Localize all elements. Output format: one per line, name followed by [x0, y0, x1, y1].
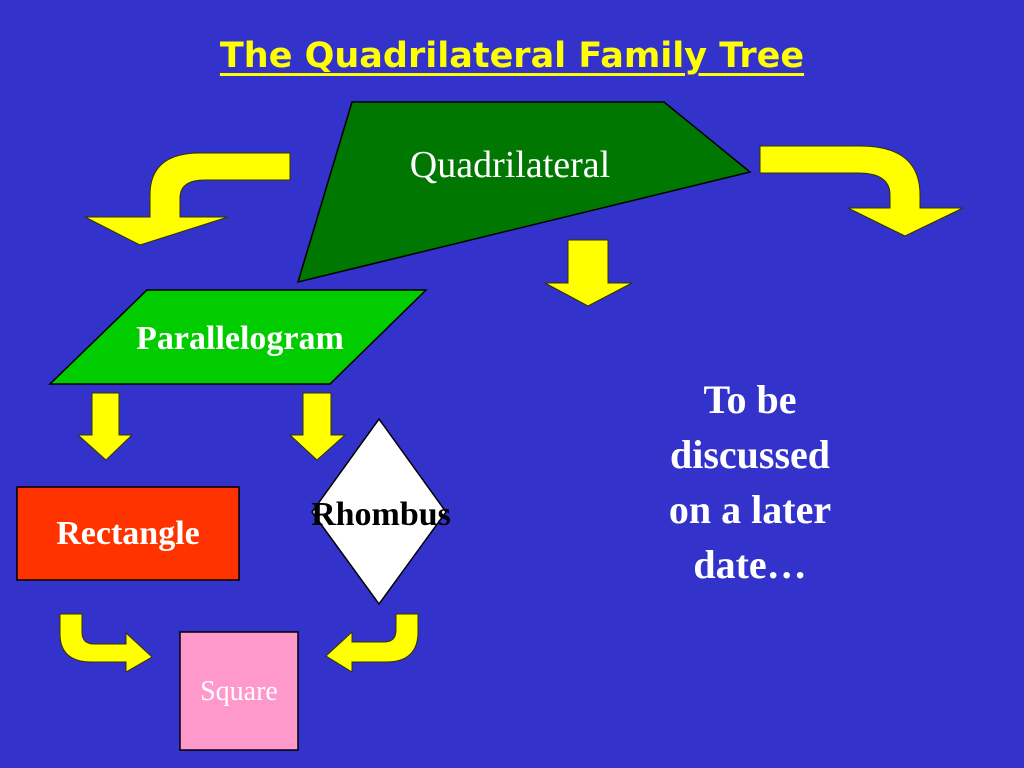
- curved-arrow-rhombus-to-square: [325, 613, 419, 673]
- rhombus-shape: [311, 417, 447, 606]
- quadrilateral-shape: [296, 101, 752, 284]
- later-note-line: To be: [703, 377, 797, 422]
- curved-arrow-rectangle-to-square: [59, 613, 153, 673]
- down-arrow-rectangle: [76, 392, 134, 461]
- down-arrow-middle: [544, 239, 633, 307]
- rectangle-label: Rectangle: [56, 515, 200, 552]
- quadrilateral-label: Quadrilateral: [409, 144, 611, 186]
- later-note-line: date…: [693, 542, 807, 587]
- curved-arrow-right: [759, 145, 964, 237]
- parallelogram-shape: [48, 289, 428, 385]
- curved-arrow-left: [84, 152, 291, 246]
- later-note-line: discussed: [669, 432, 831, 477]
- square-label: Square: [200, 676, 278, 707]
- page-title: The Quadrilateral Family Tree: [219, 36, 805, 76]
- rectangle-shape: [16, 486, 240, 581]
- later-note: To be discussed on a later date…: [640, 372, 860, 592]
- parallelogram-label: Parallelogram: [136, 320, 344, 357]
- down-arrow-rhombus: [288, 392, 347, 461]
- square-shape: [179, 631, 299, 751]
- later-note-line: on a later: [668, 487, 832, 532]
- rhombus-label: Rhombus: [311, 496, 451, 533]
